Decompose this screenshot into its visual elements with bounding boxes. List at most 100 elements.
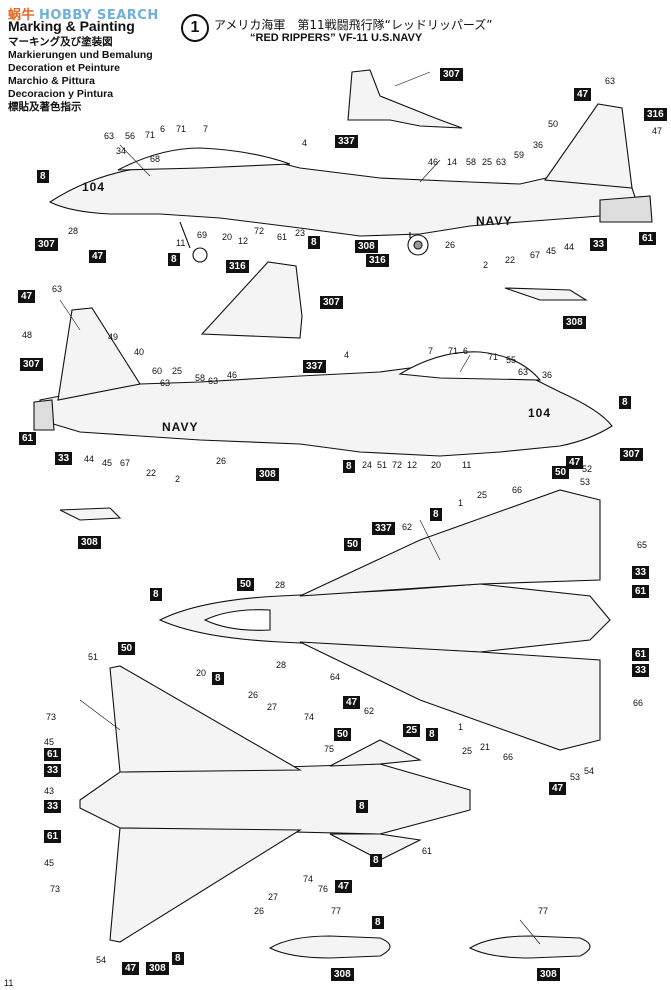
- callout: 53: [580, 477, 591, 487]
- callout: 71: [145, 130, 156, 140]
- legend-line: マーキング及び塗装図: [8, 36, 113, 48]
- bottom-view-stab-upper: [329, 739, 422, 767]
- bottom-view-fuselage: [79, 763, 471, 835]
- callout: 28: [275, 580, 286, 590]
- callout: 33: [55, 452, 73, 465]
- side-profile-tail: [57, 307, 141, 401]
- side-profile-nozzle: [33, 399, 55, 431]
- callout: 26: [254, 906, 265, 916]
- pylon-drawing-2: [59, 507, 122, 521]
- callout: 8: [426, 728, 438, 741]
- callout: 8: [168, 253, 180, 266]
- callout: 316: [366, 254, 389, 267]
- callout: 72: [392, 460, 403, 470]
- callout: 54: [584, 766, 595, 776]
- legend-line: Markierungen und Bemalung: [8, 49, 153, 61]
- callout: 63: [104, 131, 115, 141]
- callout: 25: [172, 366, 183, 376]
- callout: 1: [458, 498, 464, 508]
- callout: 61: [44, 748, 62, 761]
- callout: 74: [304, 712, 315, 722]
- callout: 61: [632, 648, 650, 661]
- callout: 308: [563, 316, 586, 329]
- modex-marking-top: 104: [82, 180, 106, 194]
- callout: 20: [222, 232, 233, 242]
- callout: 308: [78, 536, 101, 549]
- callout: 47: [89, 250, 107, 263]
- callout: 45: [44, 858, 55, 868]
- callout: 27: [268, 892, 279, 902]
- bottom-view-wing-lower: [109, 827, 302, 943]
- callout: 26: [216, 456, 227, 466]
- callout: 308: [256, 468, 279, 481]
- callout: 8: [372, 916, 384, 929]
- callout: 61: [277, 232, 288, 242]
- callout: 51: [377, 460, 388, 470]
- callout: 33: [632, 566, 650, 579]
- callout: 63: [518, 367, 529, 377]
- callout: 308: [331, 968, 354, 981]
- callout: 63: [605, 76, 616, 86]
- callout: 337: [303, 360, 326, 373]
- callout: 307: [320, 296, 343, 309]
- callout: 24: [362, 460, 373, 470]
- top-profile-gear: [179, 221, 411, 249]
- legend-line: 標貼及著色指示: [8, 101, 82, 113]
- callout: 307: [440, 68, 463, 81]
- callout: 43: [44, 786, 55, 796]
- callout: 12: [238, 236, 249, 246]
- callout: 60: [152, 366, 163, 376]
- side-profile-canopy: [398, 351, 542, 381]
- callout: 59: [514, 150, 525, 160]
- callout: 27: [267, 702, 278, 712]
- callout: 64: [330, 672, 341, 682]
- callout: 23: [295, 228, 306, 238]
- callout: 55: [506, 355, 517, 365]
- callout: 47: [652, 126, 663, 136]
- callout: 308: [355, 240, 378, 253]
- callout: 72: [254, 226, 265, 236]
- callout: 14: [447, 157, 458, 167]
- callout: 50: [344, 538, 362, 551]
- callout: 8: [356, 800, 368, 813]
- callout: 20: [196, 668, 207, 678]
- scheme-title-jp: アメリカ海軍 第11戦闘飛行隊“レッドリッパーズ”: [214, 18, 493, 32]
- callout: 51: [88, 652, 99, 662]
- legend-block: マーキング及び塗装図 Markierungen und Bemalung Dec…: [8, 36, 153, 114]
- callout: 28: [68, 226, 79, 236]
- callout: 22: [505, 255, 516, 265]
- legend-line: Marchio & Pittura: [8, 75, 95, 87]
- callout: 67: [120, 458, 131, 468]
- callout: 40: [134, 347, 145, 357]
- callout: 71: [448, 346, 459, 356]
- callout: 8: [37, 170, 49, 183]
- bottom-view-wing-upper: [109, 665, 303, 773]
- callout: 56: [125, 131, 136, 141]
- callout: 48: [22, 330, 33, 340]
- callout: 8: [150, 588, 162, 601]
- callout: 66: [512, 485, 523, 495]
- callout: 337: [372, 522, 395, 535]
- callout: 4: [344, 350, 350, 360]
- top-profile-tail: [544, 103, 633, 189]
- top-view-wing-lower: [299, 641, 601, 751]
- callout: 337: [335, 135, 358, 148]
- callout: 65: [637, 540, 648, 550]
- callout: 44: [84, 454, 95, 464]
- callout: 25: [477, 490, 488, 500]
- callout: 33: [590, 238, 608, 251]
- callout: 8: [308, 236, 320, 249]
- callout: 21: [480, 742, 491, 752]
- callout: 63: [52, 284, 63, 294]
- callout: 33: [632, 664, 650, 677]
- drop-tank-1: [268, 935, 391, 959]
- callout: 75: [324, 744, 335, 754]
- top-view-wing-upper: [299, 489, 601, 597]
- fin-drawing-1: [347, 69, 463, 129]
- bottom-view-stab-lower: [329, 833, 422, 861]
- drop-tank-2: [468, 935, 591, 959]
- callout: 8: [212, 672, 224, 685]
